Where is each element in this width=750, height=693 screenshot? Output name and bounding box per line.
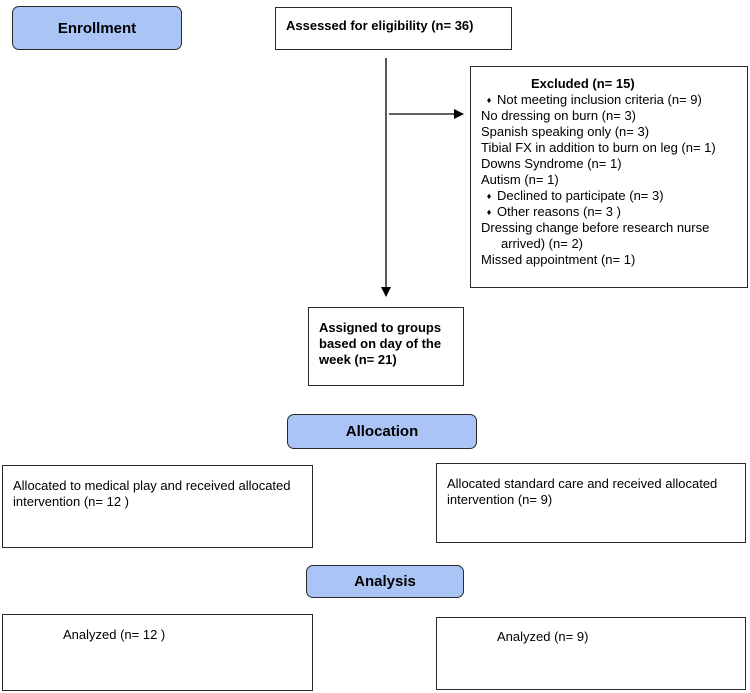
excluded-reason-item: ♦ Not meeting inclusion criteria (n= 9) (481, 92, 747, 108)
analyzed-standard-care-text: Analyzed (n= 9) (497, 629, 589, 644)
excluded-reason-item: Tibial FX in addition to burn on leg (n=… (481, 140, 747, 156)
excluded-reason-text: Declined to participate (n= 3) (497, 188, 664, 203)
analyzed-medical-play-text: Analyzed (n= 12 ) (63, 627, 166, 642)
enrollment-stage: Enrollment (12, 6, 182, 50)
excluded-reason-text: Spanish speaking only (n= 3) (481, 124, 650, 139)
excluded-reason-item: arrived) (n= 2) (481, 236, 747, 252)
excluded-title: Excluded (n= 15) (531, 76, 635, 91)
excluded-reasons-list: ♦ Not meeting inclusion criteria (n= 9)No… (481, 92, 747, 268)
excluded-reason-item: Spanish speaking only (n= 3) (481, 124, 747, 140)
diamond-bullet-icon: ♦ (486, 95, 492, 105)
diamond-bullet-icon: ♦ (486, 191, 492, 201)
allocated-standard-care-text: Allocated standard care and received all… (447, 476, 718, 507)
analyzed-medical-play-box: Analyzed (n= 12 ) (2, 614, 313, 691)
allocated-medical-play-box: Allocated to medical play and received a… (2, 465, 313, 548)
excluded-reason-text: Not meeting inclusion criteria (n= 9) (497, 92, 702, 107)
excluded-reason-text: Other reasons (n= 3 ) (497, 204, 621, 219)
allocated-medical-play-text: Allocated to medical play and received a… (13, 478, 291, 509)
assigned-box: Assigned to groups based on day of the w… (308, 307, 464, 386)
excluded-reason-text: Dressing change before research nurse (481, 220, 710, 235)
allocated-standard-care-box: Allocated standard care and received all… (436, 463, 746, 543)
excluded-reason-item: Dressing change before research nurse (481, 220, 747, 236)
allocation-stage: Allocation (287, 414, 477, 449)
excluded-reason-text: Tibial FX in addition to burn on leg (n=… (481, 140, 716, 155)
excluded-box: Excluded (n= 15) ♦ Not meeting inclusion … (470, 66, 748, 288)
diamond-bullet-icon: ♦ (486, 207, 492, 217)
assessed-box: Assessed for eligibility (n= 36) (275, 7, 512, 50)
analysis-stage: Analysis (306, 565, 464, 598)
excluded-reason-item: ♦ Declined to participate (n= 3) (481, 188, 747, 204)
assessed-text: Assessed for eligibility (n= 36) (286, 18, 474, 33)
excluded-reason-text: No dressing on burn (n= 3) (481, 108, 637, 123)
excluded-reason-text: Downs Syndrome (n= 1) (481, 156, 622, 171)
assigned-text: Assigned to groups based on day of the w… (319, 320, 442, 367)
excluded-reason-item: Autism (n= 1) (481, 172, 747, 188)
excluded-reason-text: arrived) (n= 2) (501, 236, 583, 251)
excluded-reason-item: No dressing on burn (n= 3) (481, 108, 747, 124)
analyzed-standard-care-box: Analyzed (n= 9) (436, 617, 746, 690)
excluded-reason-text: Autism (n= 1) (481, 172, 559, 187)
excluded-reason-item: Downs Syndrome (n= 1) (481, 156, 747, 172)
excluded-reason-text: Missed appointment (n= 1) (481, 252, 636, 267)
excluded-reason-item: Missed appointment (n= 1) (481, 252, 747, 268)
excluded-reason-item: ♦ Other reasons (n= 3 ) (481, 204, 747, 220)
